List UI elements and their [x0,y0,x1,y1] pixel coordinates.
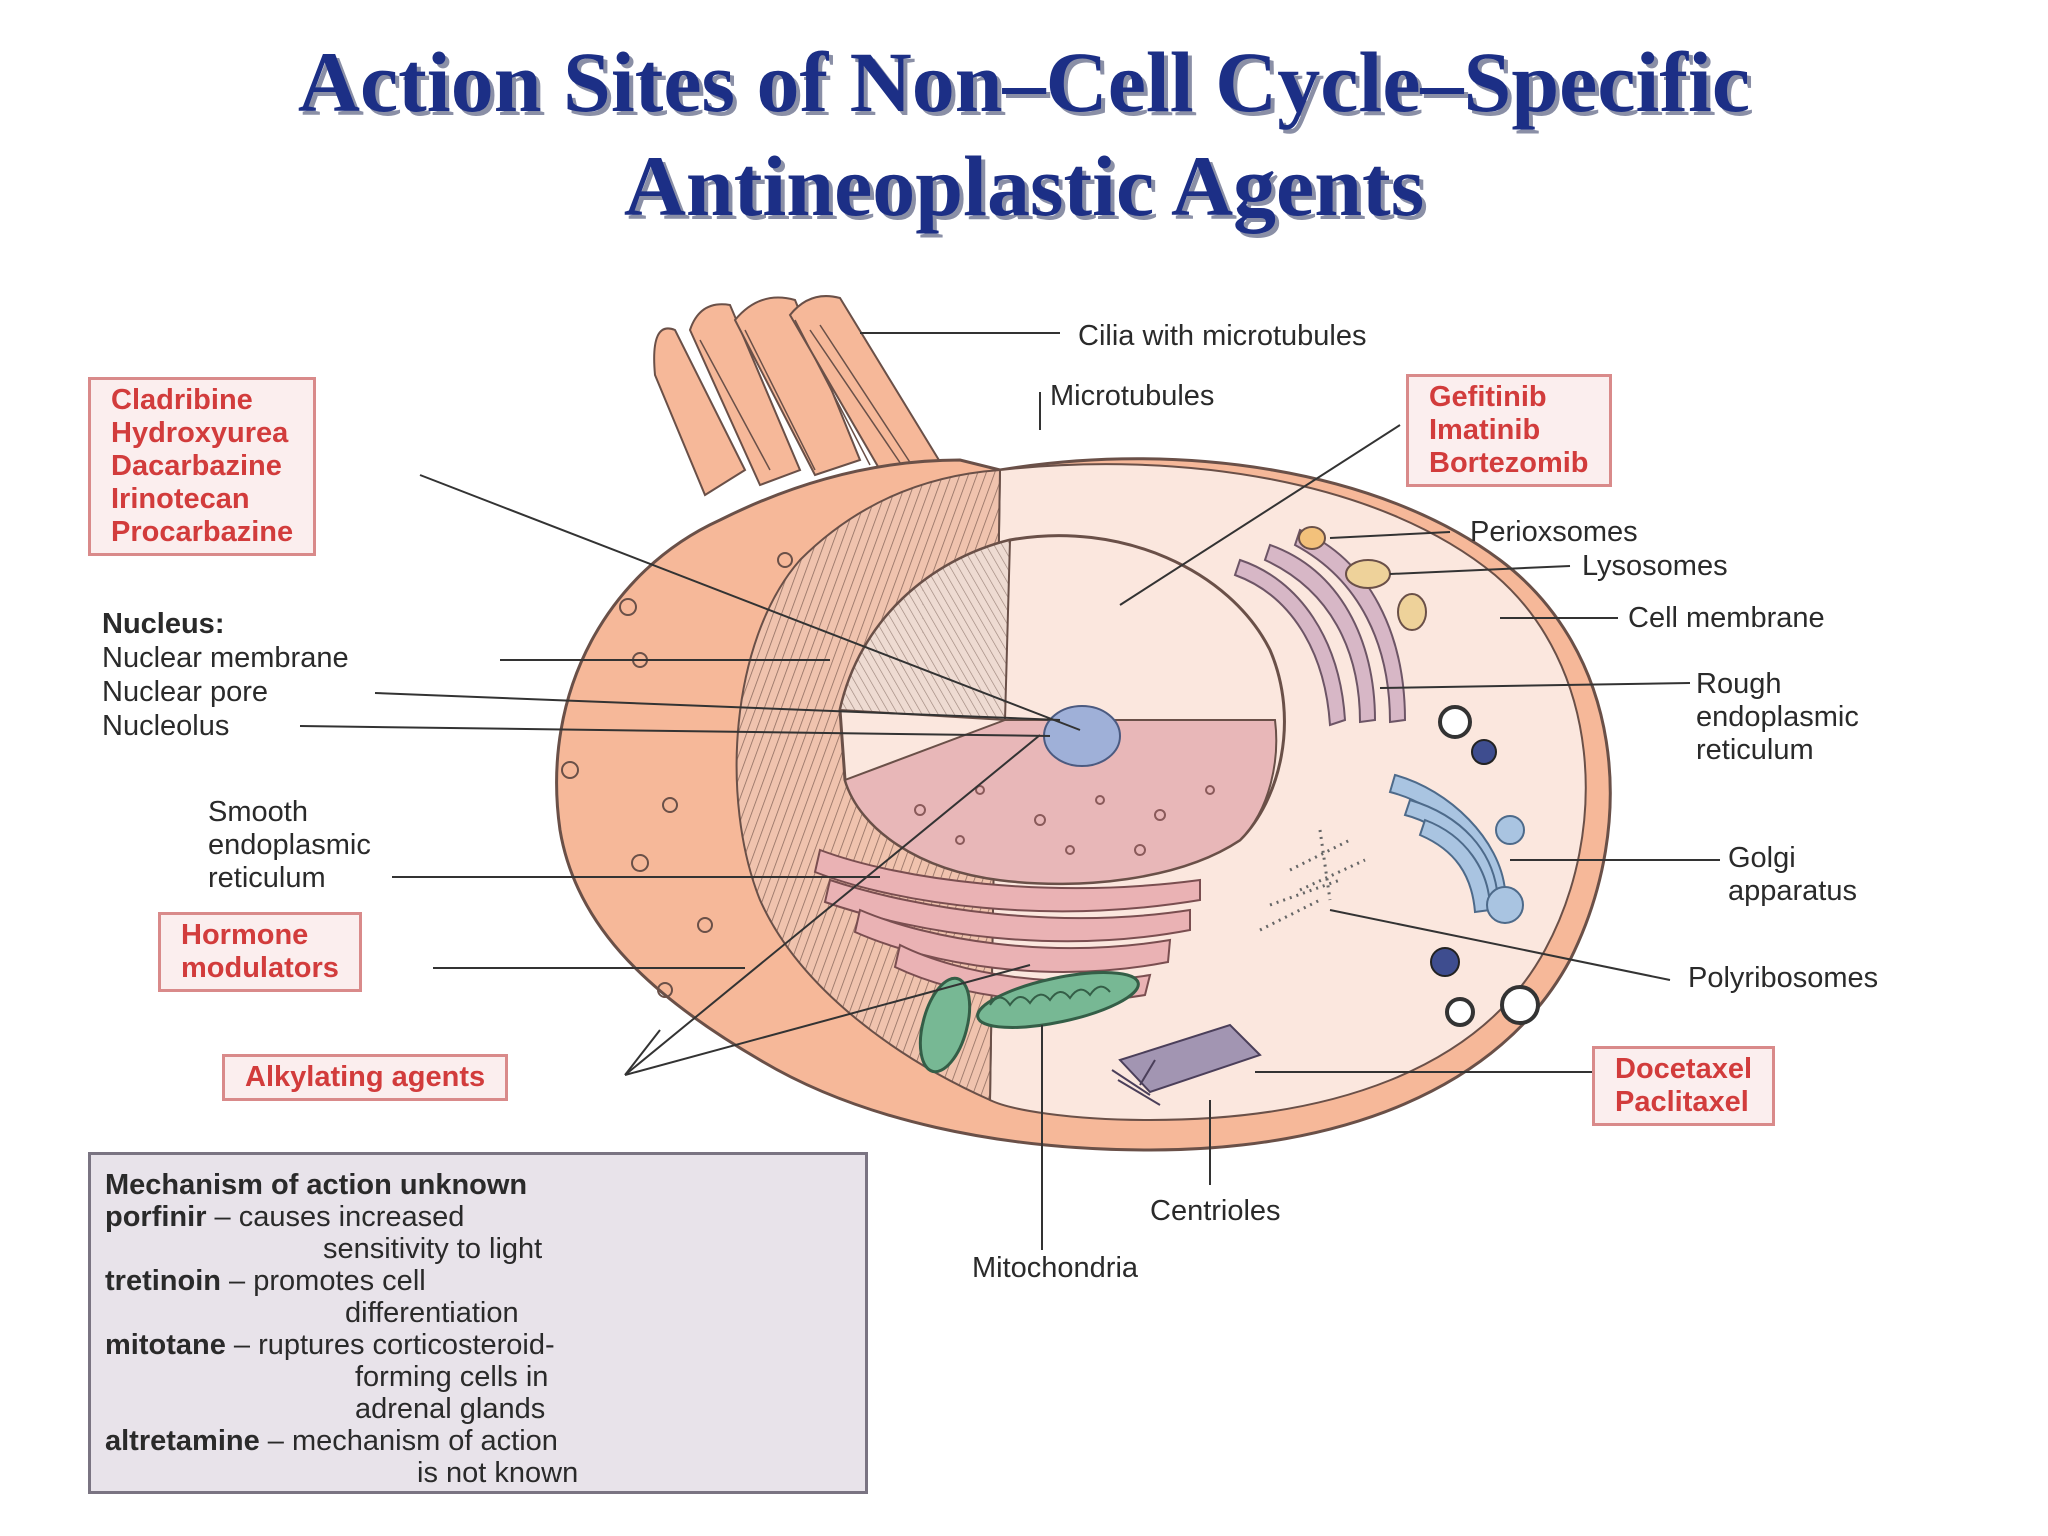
drug-gefitinib: Gefitinib [1429,381,1547,413]
label-nucleolus: Nucleolus [102,710,230,742]
label-cilia: Cilia with microtubules [1078,320,1367,352]
drug-procarbazine: Procarbazine [111,516,294,548]
drug-docetaxel: Docetaxel [1615,1053,1753,1085]
mechanism-unknown-box: Mechanism of action unknown porfinir – c… [88,1152,868,1494]
polyribosomes-shape [1259,829,1366,932]
nucleolus-shape [1043,705,1121,767]
label-microtubules: Microtubules [1050,380,1215,412]
drug-box-alkylating: Alkylating agents [222,1054,509,1101]
label-mitochondria: Mitochondria [972,1252,1139,1284]
smooth-er-line-1: Smooth [208,796,308,828]
drug-irinotecan: Irinotecan [111,483,250,515]
smooth-er-line-3: reticulum [208,862,326,894]
alkylating-label: Alkylating agents [245,1061,486,1093]
golgi-shape [1388,773,1525,924]
mechanism-heading: Mechanism of action unknown [105,1169,528,1201]
porfinir-desc-1: – causes increased [206,1201,465,1233]
label-lysosomes: Lysosomes [1582,550,1728,582]
altretamine-desc-1: – mechanism of action [259,1425,558,1457]
cilia [653,295,947,497]
drug-bortezomib: Bortezomib [1429,447,1589,479]
smooth-er-line-2: endoplasmic [208,829,371,861]
label-cell-membrane: Cell membrane [1628,602,1825,634]
label-polyribosomes: Polyribosomes [1688,962,1879,994]
label-nucleus-heading: Nucleus: [102,608,225,640]
porfinir-name: porfinir [105,1201,207,1233]
drug-box-hormone: Hormone modulators [158,912,362,992]
golgi-line-1: Golgi [1728,842,1796,874]
title-line-1: Action Sites of Non–Cell Cycle–Specific [297,34,1751,130]
label-rough-er: Rough endoplasmic reticulum [1696,668,1859,767]
label-nuclear-membrane: Nuclear membrane [102,642,349,674]
golgi-line-2: apparatus [1728,875,1857,907]
hormone-line-2: modulators [181,952,339,984]
rough-er-line-2: endoplasmic [1696,701,1859,733]
centrioles-shape [1111,1023,1262,1106]
label-golgi: Golgi apparatus [1728,842,1857,908]
title-line-2: Antineoplastic Agents [623,138,1425,234]
porfinir-entry: porfinir – causes increased [105,1201,851,1233]
drug-box-right-group: Gefitinib Imatinib Bortezomib [1406,374,1612,487]
drug-box-left-group: Cladribine Hydroxyurea Dacarbazine Irino… [88,377,317,556]
label-smooth-er: Smooth endoplasmic reticulum [208,796,371,895]
altretamine-entry: altretamine – mechanism of action [105,1425,851,1457]
mitotane-entry: mitotane – ruptures corticosteroid- [105,1329,851,1361]
altretamine-desc-2: is not known [417,1457,579,1489]
tretinoin-desc-2: differentiation [345,1297,519,1329]
rough-er-line-3: reticulum [1696,734,1814,766]
label-nuclear-pore: Nuclear pore [102,676,269,708]
altretamine-name: altretamine [105,1425,260,1457]
hormone-line-1: Hormone [181,919,309,951]
mitotane-desc-3: adrenal glands [355,1393,546,1425]
mitotane-desc-2: forming cells in [355,1361,549,1393]
mitotane-desc-1: – ruptures corticosteroid- [225,1329,555,1361]
tretinoin-name: tretinoin [105,1265,221,1297]
label-perioxsomes: Perioxsomes [1470,516,1638,548]
drug-box-taxanes: Docetaxel Paclitaxel [1592,1046,1776,1126]
page-title: Action Sites of Non–Cell Cycle–Specific … [0,30,2048,238]
tretinoin-entry: tretinoin – promotes cell [105,1265,851,1297]
drug-hydroxyurea: Hydroxyurea [111,417,289,449]
drug-dacarbazine: Dacarbazine [111,450,282,482]
rough-er-line-1: Rough [1696,668,1782,700]
tretinoin-desc-1: – promotes cell [221,1265,426,1297]
drug-imatinib: Imatinib [1429,414,1541,446]
porfinir-desc-2: sensitivity to light [323,1233,543,1265]
drug-cladribine: Cladribine [111,384,253,416]
drug-paclitaxel: Paclitaxel [1615,1086,1749,1118]
mitotane-name: mitotane [105,1329,226,1361]
label-centrioles: Centrioles [1150,1195,1281,1227]
